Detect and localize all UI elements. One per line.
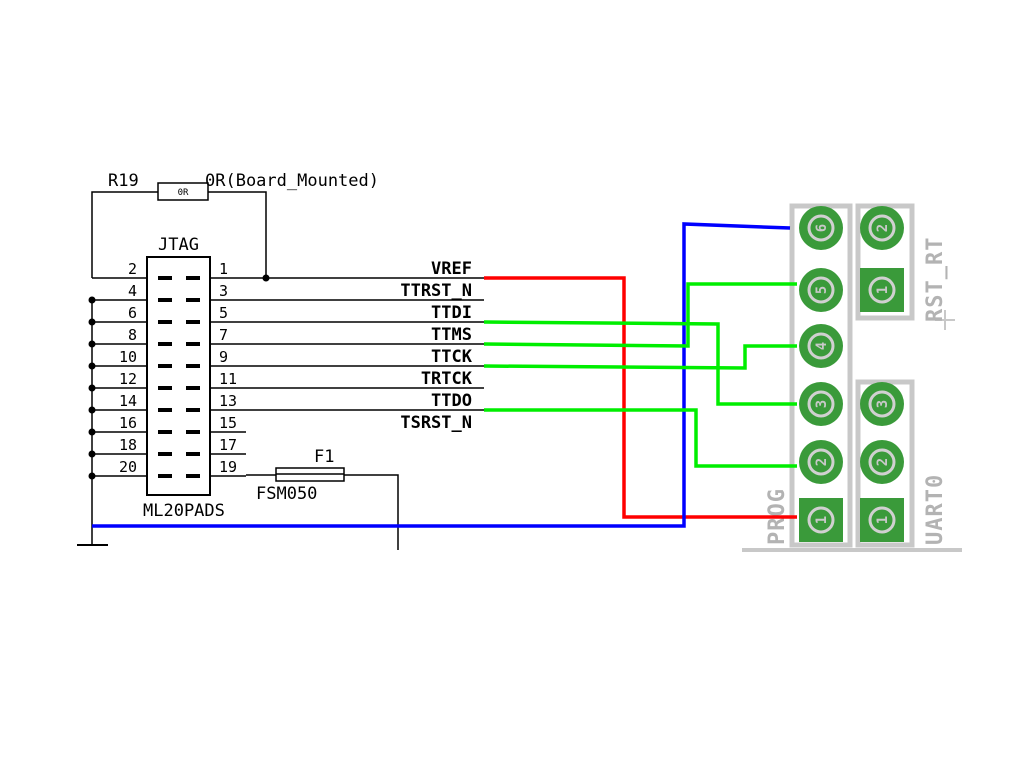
jtag-right-pin-number: 5 [219,304,228,322]
pad-square [799,498,843,542]
pad-drill-ring [868,214,896,242]
pad-round [799,206,843,250]
pad-drill-ring [807,332,835,360]
header-pad: 1 [860,268,904,312]
jtag-right-pin-number: 1 [219,260,228,278]
fuse-f1 [246,467,399,550]
wire-vref [484,276,797,519]
pad-number: 3 [814,400,830,408]
pad-number: 2 [875,224,891,232]
pad-round [860,382,904,426]
header-pad: 4 [799,324,843,368]
resistor-ref-label: R19 [108,171,139,191]
header-pad: 2 [860,206,904,250]
signal-label: TTCK [431,347,473,367]
resistor-value-label: 0R(Board_Mounted) [205,171,379,191]
pad-round [860,206,904,250]
jtag-left-pin-number: 6 [128,304,137,322]
pad-number: 2 [814,458,830,466]
fuse-ref-label: F1 [314,447,334,467]
pad-drill-ring [868,506,896,534]
pad-number: 6 [814,224,830,232]
signal-label: TTRST_N [400,281,472,301]
pad-round [799,440,843,484]
pad-number: 5 [814,286,830,294]
jtag-left-pin-number: 18 [119,436,137,454]
wire-group [92,222,797,528]
jtag-right-pin-number: 13 [219,392,237,410]
jtag-left-pin-number: 14 [119,392,137,410]
pad-square [860,498,904,542]
pad-drill-ring [807,390,835,418]
fuse-value-label: FSM050 [256,484,317,504]
jtag-right-pin-number: 9 [219,348,228,366]
jtag-left-pin-number: 16 [119,414,137,432]
jtag-right-pin-number: 17 [219,436,237,454]
wire-ttms [483,282,797,348]
header-silkscreen [742,203,962,552]
signal-label: TRTCK [421,369,473,389]
junction-dot [262,274,270,282]
pad-round [799,324,843,368]
jtag-left-pin-number: 8 [128,326,137,344]
pad-number: 1 [875,286,891,294]
pin-one-crosshairs [935,310,955,330]
pad-drill-ring [807,276,835,304]
signal-label: TSRST_N [400,413,472,433]
pad-number: 2 [875,458,891,466]
jtag-left-pin-number: 12 [119,370,137,388]
header-pad: 6 [799,206,843,250]
wire-ttck [483,344,797,370]
signal-label: TTDI [431,303,472,323]
jtag-title: JTAG [158,235,199,255]
pad-drill-ring [868,276,896,304]
pad-drill-ring [868,448,896,476]
wire-ttdi [483,320,797,406]
pad-square [860,268,904,312]
pad-round [860,440,904,484]
jtag-connector-body [146,256,211,496]
resistor-r19 [91,182,267,278]
pad-drill-ring [868,390,896,418]
header-pad: 1 [799,498,843,542]
header-pad: 2 [799,440,843,484]
header-pad: 2 [860,440,904,484]
jtag-left-pin-number: 20 [119,458,137,476]
signal-label: TTDO [431,391,472,411]
pad-round [799,382,843,426]
pad-drill-ring [807,214,835,242]
header-pad: 3 [799,382,843,426]
resistor-body-label: 0R [178,188,189,198]
jtag-right-pin-number: 7 [219,326,228,344]
jtag-right-pin-number: 15 [219,414,237,432]
header-pad: 1 [860,498,904,542]
pad-number: 4 [814,342,830,350]
header-pad-group: 6 5 4 3 2 1 2 1 3 2 1 [799,206,904,542]
signal-label: VREF [431,259,472,279]
jtag-right-pin-number: 3 [219,282,228,300]
wire-ttdo [484,408,797,468]
wire-gnd [92,222,791,528]
signal-label: TTMS [431,325,472,345]
jtag-left-pin-number: 2 [128,260,137,278]
jtag-right-pin-number: 19 [219,458,237,476]
header-pad: 3 [860,382,904,426]
pad-drill-ring [807,506,835,534]
jtag-left-pin-number: 10 [119,348,137,366]
uart-header-label: UART0 [923,474,948,545]
pad-drill-ring [807,448,835,476]
jtag-right-pin-number: 11 [219,370,237,388]
jtag-package-label: ML20PADS [143,501,225,521]
pad-number: 1 [875,516,891,524]
pad-number: 3 [875,400,891,408]
rst-header-label: RST_RT [923,237,948,322]
pad-number: 1 [814,516,830,524]
header-pad: 5 [799,268,843,312]
jtag-left-pin-number: 4 [128,282,137,300]
pad-round [799,268,843,312]
